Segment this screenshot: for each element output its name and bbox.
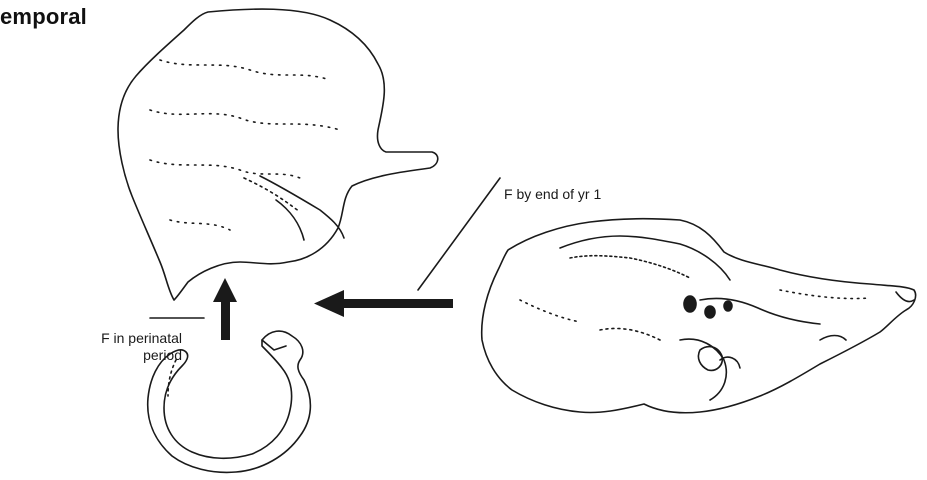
arrow-up (213, 278, 237, 340)
squamous-bone (118, 9, 438, 300)
leader-line-year1 (418, 178, 500, 290)
label-fusion-perinatal: F in perinatal period (101, 330, 182, 364)
label-fusion-year1: F by end of yr 1 (504, 186, 601, 203)
arrow-left (314, 290, 453, 317)
petromastoid-bone (482, 219, 916, 413)
label-fusion-perinatal-line2: period (101, 347, 182, 364)
label-fusion-perinatal-line1: F in perinatal (101, 330, 182, 347)
